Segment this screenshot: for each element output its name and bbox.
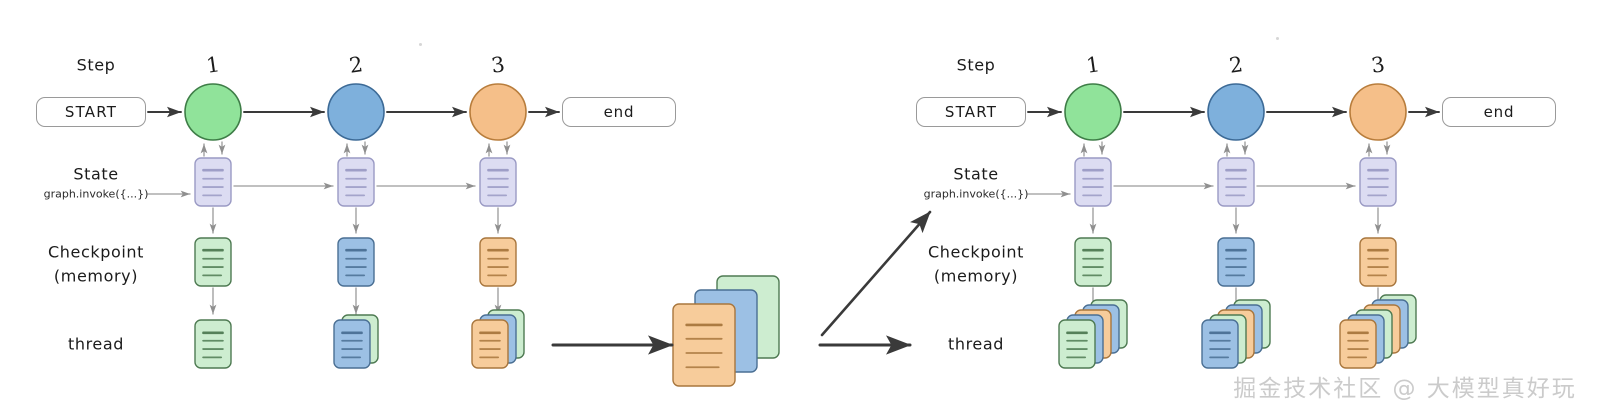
right-panel-state-doc-3 (1359, 157, 1397, 207)
left-panel-checkpoint-doc-1 (194, 237, 232, 287)
left-panel-label-state: State (73, 164, 119, 184)
left-panel-state-doc-2 (337, 157, 375, 207)
document-layer (1339, 319, 1377, 369)
left-panel-node-circle-2[interactable] (327, 83, 385, 141)
right-panel-label-graph-invoke: graph.invoke({...}) (923, 187, 1029, 201)
document-layer (672, 303, 736, 387)
right-panel-label-checkpoint: Checkpoint (927, 242, 1025, 262)
left-panel-thread-stack-1 (194, 319, 232, 369)
right-panel-label-step: Step (956, 55, 996, 75)
right-panel-thread-stack-3 (1339, 294, 1417, 369)
document-layer (333, 319, 371, 369)
left-panel-state-doc-1 (194, 157, 232, 207)
left-panel-label-checkpoint-memory: (memory) (53, 266, 139, 286)
left-panel-label-graph-invoke: graph.invoke({...}) (43, 187, 149, 201)
right-panel-thread-stack-1 (1058, 299, 1128, 369)
document-layer (471, 319, 509, 369)
left-panel-end-box[interactable]: end (562, 97, 676, 127)
left-panel-node-circle-3[interactable] (469, 83, 527, 141)
left-panel-checkpoint-doc-2 (337, 237, 375, 287)
left-panel-thread-stack-2 (333, 314, 379, 369)
right-panel-start-box[interactable]: START (916, 97, 1026, 127)
right-panel-checkpoint-doc-1 (1074, 237, 1112, 287)
right-panel-node-circle-2[interactable] (1207, 83, 1265, 141)
right-panel-label-checkpoint-memory: (memory) (933, 266, 1019, 286)
right-panel-node-circle-3[interactable] (1349, 83, 1407, 141)
decorative-speck-1 (419, 43, 422, 46)
document-layer (1201, 319, 1239, 369)
right-panel-state-doc-2 (1217, 157, 1255, 207)
document-layer (1058, 319, 1096, 369)
right-panel-checkpoint-doc-2 (1217, 237, 1255, 287)
left-panel-checkpoint-doc-3 (479, 237, 517, 287)
left-panel-node-circle-1[interactable] (184, 83, 242, 141)
left-panel-state-doc-3 (479, 157, 517, 207)
right-panel-node-circle-1[interactable] (1064, 83, 1122, 141)
left-panel-thread-stack-3 (471, 309, 525, 369)
right-panel-label-thread: thread (947, 334, 1005, 354)
right-panel-end-box[interactable]: end (1442, 97, 1556, 127)
persisted-stack-to-next-run-state (820, 210, 932, 337)
left-panel-start-box[interactable]: START (36, 97, 146, 127)
left-panel-label-checkpoint: Checkpoint (47, 242, 145, 262)
left-panel-label-step: Step (76, 55, 116, 75)
right-panel-state-doc-1 (1074, 157, 1112, 207)
watermark-text: 掘金技术社区 @ 大模型真好玩 (1233, 376, 1577, 402)
right-panel-thread-stack-2 (1201, 299, 1271, 369)
right-panel-label-state: State (953, 164, 999, 184)
document-layer (194, 319, 232, 369)
left-panel-label-thread: thread (67, 334, 125, 354)
persisted-thread-stack (672, 275, 780, 387)
decorative-speck-2 (1276, 37, 1279, 40)
right-panel-checkpoint-doc-3 (1359, 237, 1397, 287)
